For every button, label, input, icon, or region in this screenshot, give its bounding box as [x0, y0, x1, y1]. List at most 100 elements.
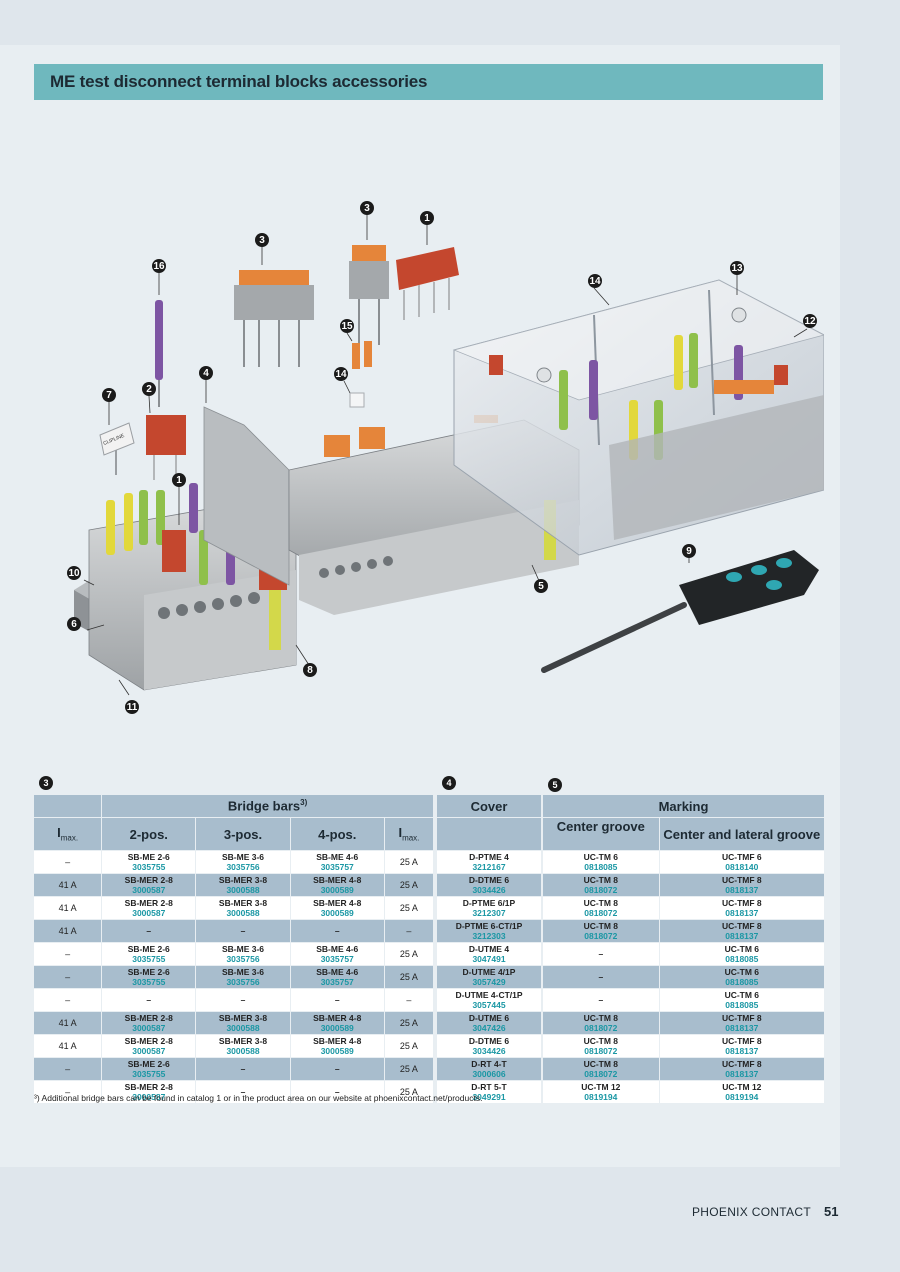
product-cell: –	[290, 920, 384, 942]
cover-header-blank	[437, 818, 541, 850]
product-cell: –	[196, 920, 290, 942]
imax-header-right: Imax.	[384, 818, 433, 850]
product-name: UC-TM 6	[583, 852, 619, 862]
part-number: 0818072	[584, 1046, 618, 1056]
part-number: 0818137	[725, 1023, 759, 1033]
svg-text:1: 1	[424, 213, 430, 224]
part-number: 0818140	[725, 862, 759, 872]
value-cell: 25 A	[384, 966, 433, 988]
part-number: 3000606	[472, 1069, 506, 1079]
part-number: 3035756	[226, 977, 260, 987]
part-number: 3034426	[472, 885, 506, 895]
svg-text:11: 11	[127, 702, 138, 713]
footer-brand: PHOENIX CONTACT	[692, 1205, 811, 1219]
callout-markers: 16 3 3 1 15 14 4 2 7 1 10 6 11 8 5 9 14 …	[67, 201, 817, 714]
part-number: 3000587	[132, 1046, 166, 1056]
product-cell: –	[102, 989, 196, 1011]
value-cell: 25 A	[384, 1058, 433, 1080]
callout-10: 10	[67, 566, 81, 580]
center-groove-header: Center groove	[543, 818, 659, 850]
part-number: 3212307	[472, 908, 506, 918]
product-name: UC-TM 8	[583, 1036, 619, 1046]
product-name: UC-TM 8	[583, 1013, 619, 1023]
product-name: SB-MER 4-8	[313, 1013, 362, 1023]
part-number: 3000589	[320, 885, 354, 895]
bridge-bar-2	[146, 415, 186, 480]
part-number: 3035756	[226, 862, 260, 872]
product-name: –	[146, 995, 152, 1005]
test-plug-17	[155, 300, 163, 407]
product-name: SB-ME 3-6	[221, 967, 265, 977]
pos3-header: 3-pos.	[196, 818, 290, 850]
footnote: ³) Additional bridge bars can be found i…	[34, 1093, 483, 1103]
product-name: SB-ME 2-6	[127, 1059, 170, 1069]
product-cell: –	[290, 1058, 384, 1080]
product-name: –	[598, 995, 604, 1005]
product-name: D-DTME 6	[468, 1036, 510, 1046]
part-number: 0818072	[584, 1069, 618, 1079]
part-number: 3035756	[226, 954, 260, 964]
value-cell: –	[34, 851, 102, 873]
product-name: SB-MER 2-8	[124, 1013, 173, 1023]
value-cell: 41 A	[34, 1035, 102, 1057]
svg-text:16: 16	[153, 261, 165, 272]
pos4-header: 4-pos.	[290, 818, 384, 850]
svg-text:13: 13	[731, 263, 743, 274]
product-name: D-RT 5-T	[471, 1082, 507, 1092]
product-cell: –	[543, 943, 659, 965]
product-name: UC-TM 6	[724, 990, 760, 1000]
part-number: 3000588	[226, 885, 260, 895]
part-number: 0818085	[725, 954, 759, 964]
svg-text:7: 7	[106, 390, 112, 401]
part-number: 3000589	[320, 908, 354, 918]
product-name: SB-ME 4-6	[316, 944, 359, 954]
section-marker-4: 4	[442, 776, 456, 790]
product-name: SB-MER 4-8	[313, 1036, 362, 1046]
svg-text:3: 3	[364, 203, 370, 214]
callout-1b: 1	[172, 473, 186, 487]
callout-4: 4	[199, 366, 213, 380]
product-name: UC-TMF 8	[721, 1059, 762, 1069]
screwdriver	[541, 550, 819, 673]
product-name: D-UTME 4/1P	[462, 967, 516, 977]
product-name: –	[240, 1064, 246, 1074]
product-name: D-UTME 6	[468, 1013, 510, 1023]
part-number: 0818072	[584, 1023, 618, 1033]
value-cell: –	[34, 1081, 102, 1103]
part-number: 3035757	[320, 977, 354, 987]
product-name: –	[598, 972, 604, 982]
product-name: D-PTME 6/1P	[462, 898, 516, 908]
value-cell: –	[34, 943, 102, 965]
part-number: 0819194	[584, 1092, 618, 1102]
part-number: 0818085	[725, 1000, 759, 1010]
value-cell: 41 A	[34, 1012, 102, 1034]
title-bar: ME test disconnect terminal blocks acces…	[34, 64, 823, 100]
product-name: D-UTME 4	[468, 944, 510, 954]
